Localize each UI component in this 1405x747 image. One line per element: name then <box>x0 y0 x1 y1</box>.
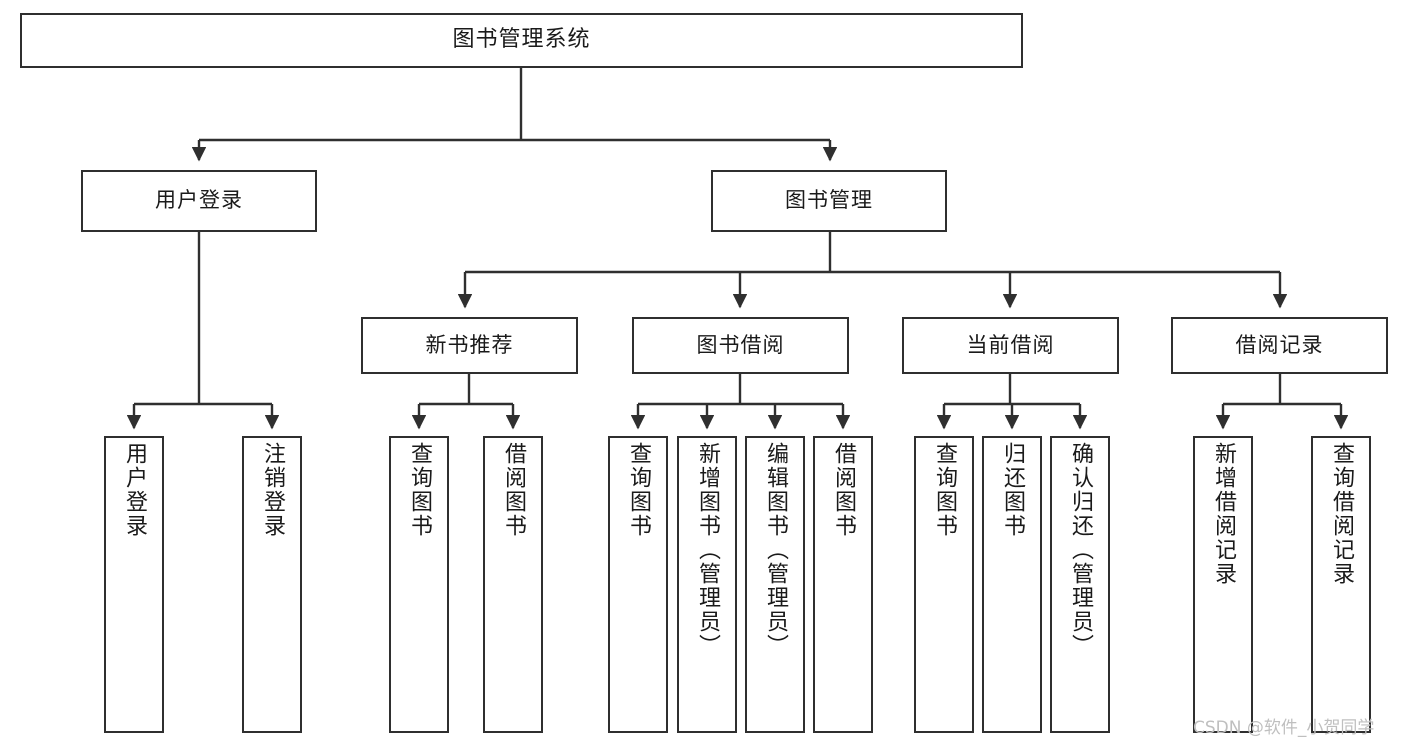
leaf-new-book-borrow-label: 借阅图书 <box>501 442 526 538</box>
leaf-user-login-login[interactable]: 用户登录 <box>104 436 164 733</box>
leaf-current-borrow-return-label: 归还图书 <box>1000 442 1025 538</box>
leaf-current-borrow-query-label: 查询图书 <box>932 442 957 538</box>
leaf-current-borrow-confirm-return[interactable]: 确认归还（管理员） <box>1050 436 1110 733</box>
leaf-borrow-record-query-label: 查询借阅记录 <box>1329 442 1354 586</box>
node-book-management[interactable]: 图书管理 <box>711 170 947 232</box>
leaf-user-login-login-label: 用户登录 <box>122 442 147 538</box>
leaf-book-borrow-query-label: 查询图书 <box>626 442 651 538</box>
leaf-new-book-query[interactable]: 查询图书 <box>389 436 449 733</box>
leaf-borrow-record-query[interactable]: 查询借阅记录 <box>1311 436 1371 733</box>
leaf-book-borrow-query[interactable]: 查询图书 <box>608 436 668 733</box>
node-borrow-record[interactable]: 借阅记录 <box>1171 317 1388 374</box>
leaf-book-borrow-add[interactable]: 新增图书（管理员） <box>677 436 737 733</box>
leaf-book-borrow-edit-label: 编辑图书（管理员） <box>763 442 788 658</box>
leaf-borrow-record-add[interactable]: 新增借阅记录 <box>1193 436 1253 733</box>
leaf-current-borrow-query[interactable]: 查询图书 <box>914 436 974 733</box>
node-user-login-label: 用户登录 <box>155 188 243 213</box>
leaf-new-book-borrow[interactable]: 借阅图书 <box>483 436 543 733</box>
leaf-book-borrow-borrow[interactable]: 借阅图书 <box>813 436 873 733</box>
node-current-borrow[interactable]: 当前借阅 <box>902 317 1119 374</box>
leaf-book-borrow-edit[interactable]: 编辑图书（管理员） <box>745 436 805 733</box>
node-root-label: 图书管理系统 <box>452 27 591 53</box>
node-book-management-label: 图书管理 <box>785 188 873 213</box>
leaf-borrow-record-add-label: 新增借阅记录 <box>1211 442 1236 586</box>
node-current-borrow-label: 当前借阅 <box>966 332 1055 357</box>
node-book-borrow-label: 图书借阅 <box>696 332 785 357</box>
leaf-new-book-query-label: 查询图书 <box>407 442 432 538</box>
leaf-book-borrow-borrow-label: 借阅图书 <box>831 442 856 538</box>
leaf-current-borrow-confirm-return-label: 确认归还（管理员） <box>1068 442 1093 658</box>
node-root[interactable]: 图书管理系统 <box>20 13 1023 68</box>
leaf-user-login-logout-label: 注销登录 <box>260 442 285 538</box>
leaf-user-login-logout[interactable]: 注销登录 <box>242 436 302 733</box>
node-borrow-record-label: 借阅记录 <box>1235 332 1324 357</box>
node-book-borrow[interactable]: 图书借阅 <box>632 317 849 374</box>
node-new-book-recommend-label: 新书推荐 <box>425 332 514 357</box>
leaf-book-borrow-add-label: 新增图书（管理员） <box>695 442 720 658</box>
node-new-book-recommend[interactable]: 新书推荐 <box>361 317 578 374</box>
watermark-text: CSDN @软件_小贺同学 <box>1193 718 1375 738</box>
node-user-login[interactable]: 用户登录 <box>81 170 317 232</box>
leaf-current-borrow-return[interactable]: 归还图书 <box>982 436 1042 733</box>
